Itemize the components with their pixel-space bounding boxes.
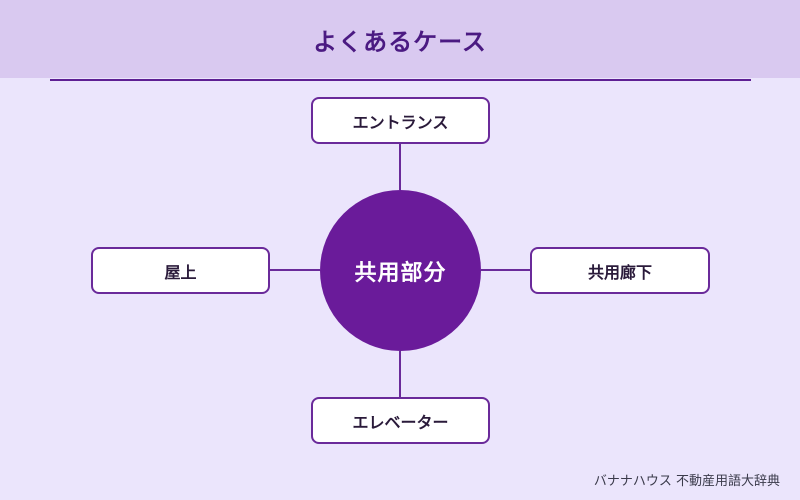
node-common-corridor: 共用廊下 (530, 247, 710, 294)
node-entrance: エントランス (311, 97, 490, 144)
header-band (0, 0, 800, 78)
node-rooftop: 屋上 (91, 247, 270, 294)
node-elevator: エレベーター (311, 397, 490, 444)
title-divider (50, 79, 751, 81)
source-credit: バナナハウス 不動産用語大辞典 (593, 474, 780, 489)
center-node-common-area: 共用部分 (320, 190, 481, 351)
page-title: よくあるケース (313, 28, 487, 56)
